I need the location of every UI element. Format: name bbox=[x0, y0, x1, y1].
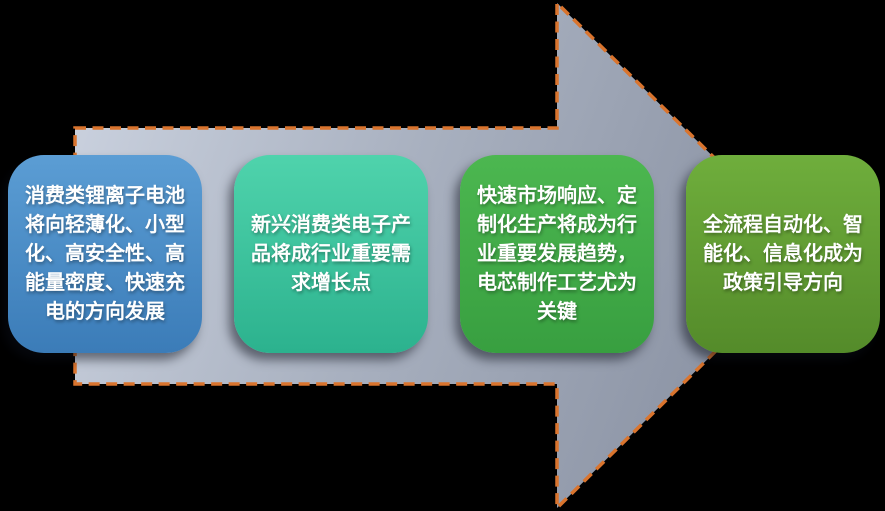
step-card-3: 快速市场响应、定制化生产将成为行业重要发展趋势，电芯制作工艺尤为关键 bbox=[460, 155, 654, 353]
step-1-text: 消费类锂离子电池将向轻薄化、小型化、高安全性、高能量密度、快速充电的方向发展 bbox=[25, 184, 185, 323]
step-card-4: 全流程自动化、智能化、信息化成为政策引导方向 bbox=[686, 155, 880, 353]
step-card-2: 新兴消费类电子产品将成行业重要需求增长点 bbox=[234, 155, 428, 353]
step-4-text: 全流程自动化、智能化、信息化成为政策引导方向 bbox=[703, 213, 863, 294]
arrow-outline bbox=[73, 0, 816, 511]
step-card-1: 消费类锂离子电池将向轻薄化、小型化、高安全性、高能量密度、快速充电的方向发展 bbox=[8, 155, 202, 353]
step-3-text: 快速市场响应、定制化生产将成为行业重要发展趋势，电芯制作工艺尤为关键 bbox=[477, 184, 637, 323]
step-2-text: 新兴消费类电子产品将成行业重要需求增长点 bbox=[251, 213, 411, 294]
